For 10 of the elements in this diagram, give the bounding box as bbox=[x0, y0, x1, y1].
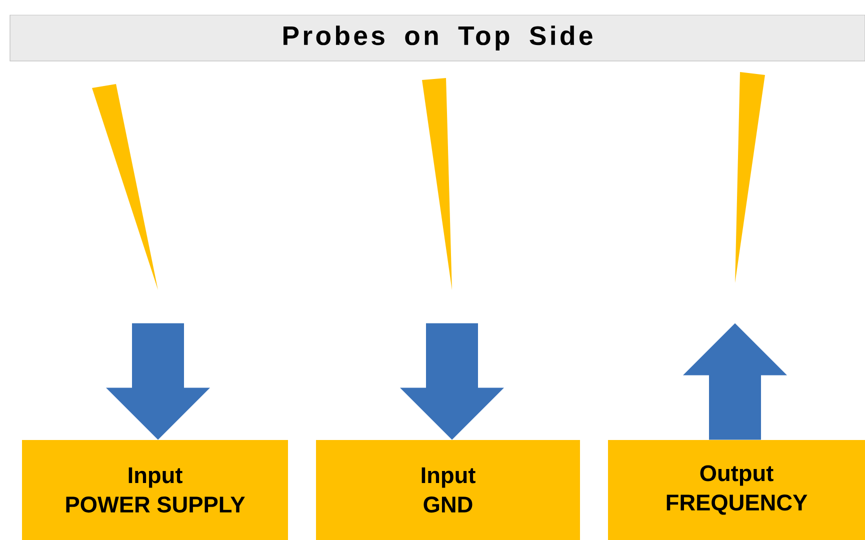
probe-needle bbox=[422, 78, 452, 290]
probe-needle bbox=[92, 84, 158, 290]
block-arrow bbox=[106, 323, 210, 440]
label-box: Input GND bbox=[316, 440, 580, 540]
probe-needle bbox=[735, 72, 765, 283]
title-banner: Probes on Top Side bbox=[10, 14, 865, 62]
label-box: Input POWER SUPPLY bbox=[22, 440, 288, 540]
block-arrow bbox=[683, 323, 787, 440]
label-box: Output FREQUENCY bbox=[608, 440, 865, 540]
block-arrow bbox=[400, 323, 504, 440]
